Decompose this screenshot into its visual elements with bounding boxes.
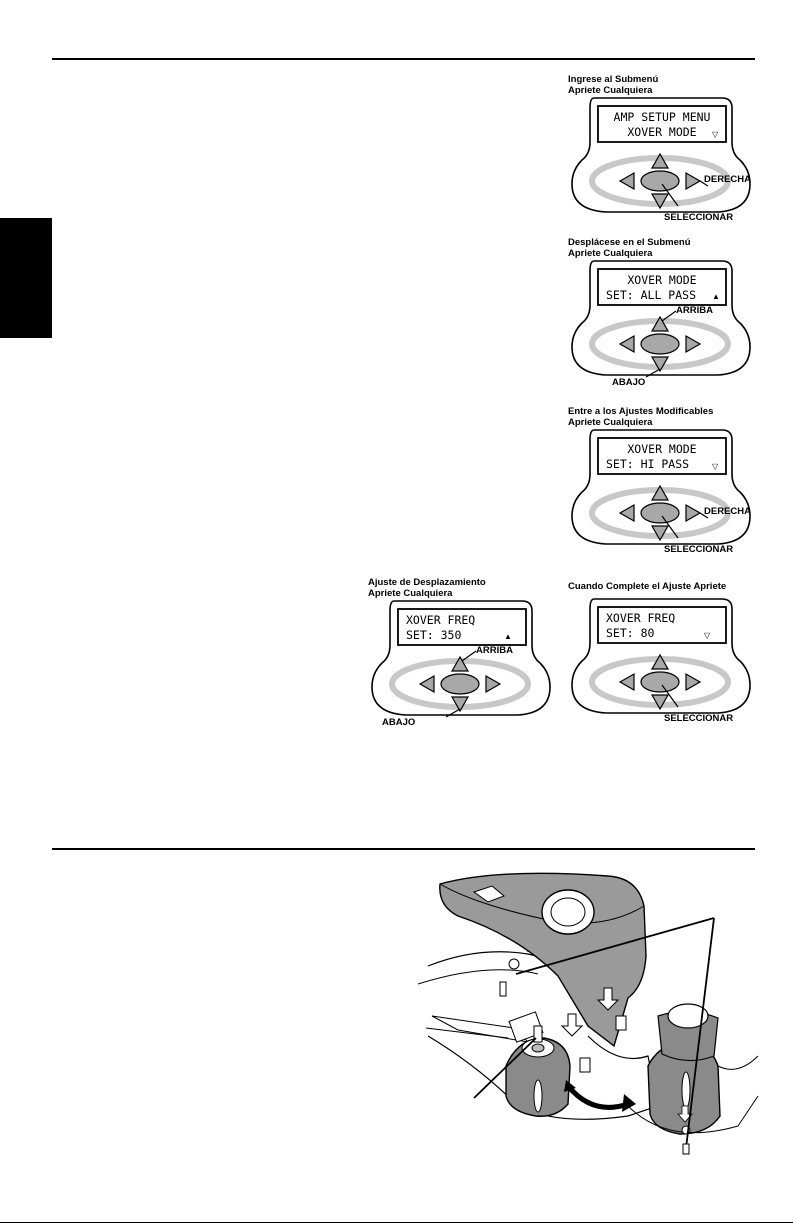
scroll-indicator-icon: ▽ — [712, 462, 719, 471]
select-button[interactable] — [640, 502, 680, 524]
down-arrow-icon[interactable] — [650, 356, 670, 373]
lcd-line-1: AMP SETUP MENU — [614, 110, 711, 124]
left-arrow-icon[interactable] — [618, 171, 635, 191]
down-arrow-icon[interactable] — [650, 193, 670, 210]
left-arrow-icon[interactable] — [618, 334, 635, 354]
lcd-line-1: XOVER MODE — [627, 442, 696, 456]
right-arrow-icon[interactable] — [685, 672, 702, 692]
select-button[interactable] — [440, 673, 480, 695]
scroll-indicator-icon: ▽ — [712, 130, 719, 139]
lcd-line-1: XOVER MODE — [627, 273, 696, 287]
top-rule — [52, 58, 755, 60]
label-arriba: ARRIBA — [476, 645, 513, 656]
scroll-indicator-icon: ▲ — [712, 292, 720, 301]
remote-diagram: XOVER MODE SET: ALL PASS ▲ ARRIBA ABAJO — [571, 260, 751, 388]
lcd-line-1: XOVER FREQ — [606, 611, 675, 625]
label-seleccionar: SELECCIONAR — [664, 212, 733, 223]
right-arrow-icon[interactable] — [685, 334, 702, 354]
lcd-screen — [397, 608, 527, 646]
caption-line: Ingrese al Submenú — [568, 74, 659, 85]
lcd-screen — [597, 105, 727, 143]
down-arrow-icon[interactable] — [650, 694, 670, 711]
left-arrow-icon[interactable] — [418, 674, 435, 694]
scroll-indicator-icon: ▲ — [504, 632, 512, 641]
lcd-line-2: XOVER MODE — [627, 125, 696, 139]
label-derecha: DERECHA — [704, 506, 751, 517]
select-button[interactable] — [640, 170, 680, 192]
remote-step-scroll-submenu: Desplácese en el Submenú Apriete Cualqui… — [568, 237, 768, 397]
label-seleccionar: SELECCIONAR — [664, 713, 733, 724]
up-arrow-icon[interactable] — [650, 484, 670, 501]
lcd-line-2: SET: 350 — [406, 628, 461, 642]
label-seleccionar: SELECCIONAR — [664, 544, 733, 555]
remote-caption: Desplácese en el Submenú Apriete Cualqui… — [568, 237, 691, 259]
label-abajo: ABAJO — [382, 717, 415, 728]
right-arrow-icon[interactable] — [685, 503, 702, 523]
remote-diagram: XOVER MODE SET: HI PASS ▽ DERECHA SELECC… — [571, 429, 751, 555]
select-button[interactable] — [640, 671, 680, 693]
remote-diagram: AMP SETUP MENU XOVER MODE ▽ DERECHA SELE… — [571, 97, 751, 223]
down-arrow-icon[interactable] — [450, 696, 470, 713]
lcd-line-2: SET: HI PASS — [606, 457, 689, 471]
up-arrow-icon[interactable] — [650, 653, 670, 670]
lcd-line-2: SET: ALL PASS — [606, 288, 696, 302]
lcd-line-1: XOVER FREQ — [406, 613, 475, 627]
remote-caption: Entre a los Ajustes Modificables Apriete… — [568, 406, 713, 428]
remote-caption: Ingrese al Submenú Apriete Cualquiera — [568, 74, 658, 96]
remote-step-scroll-setting: Ajuste de Desplazamiento Apriete Cualqui… — [368, 577, 568, 737]
remote-step-enter-submenu: Ingrese al Submenú Apriete Cualquiera AM… — [568, 74, 768, 234]
caption-line: Apriete Cualquiera — [568, 417, 653, 428]
lcd-screen — [597, 606, 727, 644]
caption-line: Apriete Cualquiera — [368, 588, 453, 599]
left-arrow-icon[interactable] — [618, 672, 635, 692]
caption-line: Ajuste de Desplazamiento — [368, 577, 486, 588]
scroll-indicator-icon: ▽ — [704, 631, 711, 640]
bottom-rule — [0, 1222, 793, 1223]
caption-line: Apriete Cualquiera — [568, 85, 653, 96]
up-arrow-icon[interactable] — [450, 655, 470, 672]
caption-line: Desplácese en el Submenú — [568, 237, 691, 248]
lcd-screen — [597, 437, 727, 475]
lcd-screen — [597, 268, 727, 306]
remote-diagram: XOVER FREQ SET: 80 ▽ SELECCIONAR — [571, 598, 751, 724]
label-derecha: DERECHA — [704, 174, 751, 185]
remote-step-complete: Cuando Complete el Ajuste Apriete XOVER … — [568, 581, 768, 741]
up-arrow-icon[interactable] — [650, 315, 670, 332]
label-abajo: ABAJO — [612, 377, 645, 388]
section-tab — [0, 218, 52, 338]
down-arrow-icon[interactable] — [650, 525, 670, 542]
caption-line: Cuando Complete el Ajuste Apriete — [568, 581, 727, 592]
lcd-line-2: SET: 80 — [606, 626, 655, 640]
mid-rule — [52, 848, 755, 850]
left-arrow-icon[interactable] — [618, 503, 635, 523]
remote-diagram: XOVER FREQ SET: 350 ▲ ARRIBA ABAJO — [371, 600, 551, 728]
caption-line: Entre a los Ajustes Modificables — [568, 406, 714, 417]
tonearm-assembly-illustration — [418, 872, 759, 1155]
remote-caption: Cuando Complete el Ajuste Apriete — [568, 581, 726, 592]
select-button[interactable] — [640, 333, 680, 355]
caption-line: Apriete Cualquiera — [568, 248, 653, 259]
right-arrow-icon[interactable] — [485, 674, 502, 694]
remote-step-enter-settings: Entre a los Ajustes Modificables Apriete… — [568, 406, 768, 566]
label-arriba: ARRIBA — [676, 305, 713, 316]
remote-caption: Ajuste de Desplazamiento Apriete Cualqui… — [368, 577, 486, 599]
up-arrow-icon[interactable] — [650, 152, 670, 169]
right-arrow-icon[interactable] — [685, 171, 702, 191]
